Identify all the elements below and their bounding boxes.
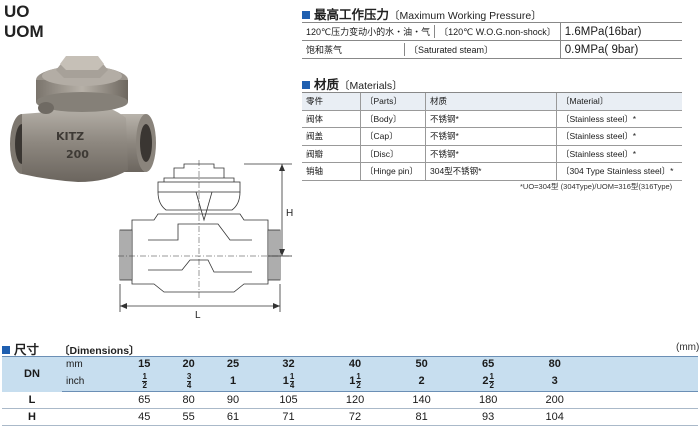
- table-row: H 45 55 61 71 72 81 93 104: [2, 408, 698, 426]
- photo-brand: KITZ: [56, 130, 84, 143]
- pressure-table: 120℃压力变动小的水・油・气〔120℃ W.O.G.non-shock〕 1.…: [302, 22, 682, 59]
- valve-drawing: H L: [118, 160, 294, 321]
- materials-table: 零件 〔Parts〕 材质 〔Material〕 阀体 〔Body〕 不锈钢* …: [302, 92, 682, 181]
- pressure-row: 120℃压力变动小的水・油・气〔120℃ W.O.G.non-shock〕 1.…: [302, 22, 682, 41]
- valve-photo: KITZ 200: [10, 56, 156, 182]
- dn-label: DN: [2, 356, 62, 392]
- square-bullet-icon: [302, 11, 310, 19]
- dimensions-heading: 尺寸〔Dimensions〕: [2, 339, 140, 358]
- model-titles: UO UOM: [4, 2, 44, 42]
- table-row: 阀体 〔Body〕 不锈钢* 〔Stainless steel〕*: [302, 110, 682, 128]
- table-row: 销轴 〔Hinge pin〕 304型不锈钢* 〔304 Type Stainl…: [302, 162, 682, 181]
- pressure-row: 饱和蒸气〔Saturated steam〕 0.9MPa( 9bar): [302, 40, 682, 59]
- table-row: 阀瓣 〔Disc〕 不锈钢* 〔Stainless steel〕*: [302, 145, 682, 163]
- pressure-heading: 最高工作压力〔Maximum Working Pressure〕: [302, 4, 542, 23]
- photo-marking: 200: [66, 148, 89, 161]
- pressure-condition: 120℃压力变动小的水・油・气〔120℃ W.O.G.non-shock〕: [302, 22, 561, 41]
- pressure-value: 1.6MPa(16bar): [559, 22, 682, 41]
- dimensions-unit: (mm): [676, 342, 700, 353]
- pressure-value: 0.9MPa( 9bar): [559, 40, 682, 59]
- dimension-h-label: H: [286, 208, 293, 219]
- dn-mm-row: DN mm 15 20 25 32 40 50 65 80: [2, 356, 698, 392]
- model-uom: UOM: [4, 22, 44, 41]
- pressure-condition: 饱和蒸气〔Saturated steam〕: [302, 40, 561, 59]
- model-uo: UO: [4, 2, 30, 21]
- materials-header-row: 零件 〔Parts〕 材质 〔Material〕: [302, 92, 682, 111]
- table-row: L 65 80 90 105 120 140 180 200: [2, 391, 698, 409]
- materials-heading: 材质〔Materials〕: [302, 74, 403, 93]
- square-bullet-icon: [2, 346, 10, 354]
- table-row: 阀盖 〔Cap〕 不锈钢* 〔Stainless steel〕*: [302, 127, 682, 146]
- dimension-l-label: L: [195, 310, 201, 321]
- mm-label: mm: [62, 356, 122, 371]
- materials-note: *UO=304型 (304Type)/UOM=316型(316Type): [520, 182, 673, 191]
- square-bullet-icon: [302, 81, 310, 89]
- inch-label: inch: [62, 371, 122, 392]
